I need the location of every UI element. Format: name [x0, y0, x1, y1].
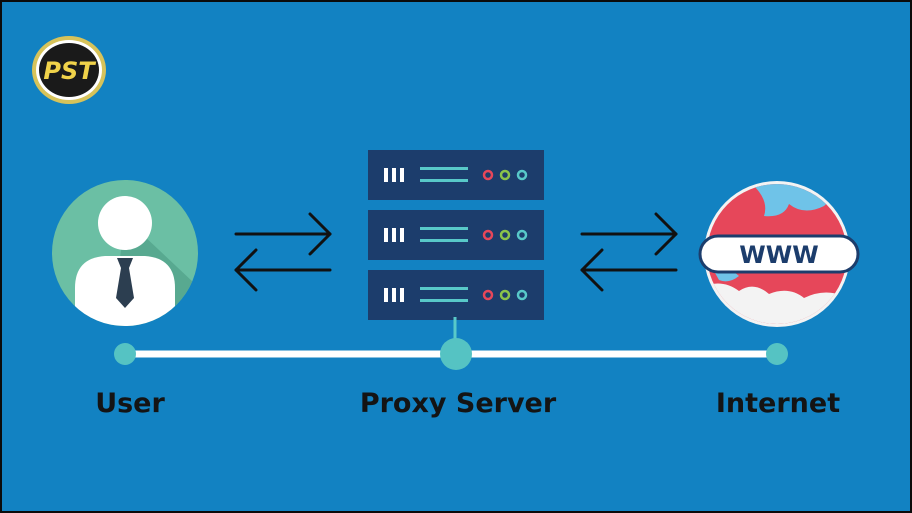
user-dot — [114, 343, 136, 365]
server-unit-1 — [368, 150, 544, 200]
server-unit-3 — [368, 270, 544, 320]
arrows-user-proxy — [234, 212, 332, 292]
globe-www-icon: WWW — [698, 181, 860, 327]
internet-label: Internet — [715, 388, 841, 419]
internet-dot — [766, 343, 788, 365]
arrows-proxy-internet — [580, 212, 678, 292]
arrow-right-head — [654, 212, 678, 256]
proxy-server-label: Proxy Server — [359, 388, 557, 419]
server-unit-2 — [368, 210, 544, 260]
user-avatar-icon — [52, 180, 198, 326]
arrow-right-head — [308, 212, 332, 256]
user-label: User — [95, 388, 165, 419]
proxy-dot — [440, 338, 472, 370]
timeline-connector — [114, 317, 788, 370]
www-badge: WWW — [739, 241, 818, 269]
server-stack-icon — [368, 150, 544, 320]
arrow-left-head — [580, 248, 604, 292]
arrow-left-head — [234, 248, 258, 292]
pst-logo: PST — [32, 36, 106, 104]
logo-text: PST — [43, 57, 96, 85]
